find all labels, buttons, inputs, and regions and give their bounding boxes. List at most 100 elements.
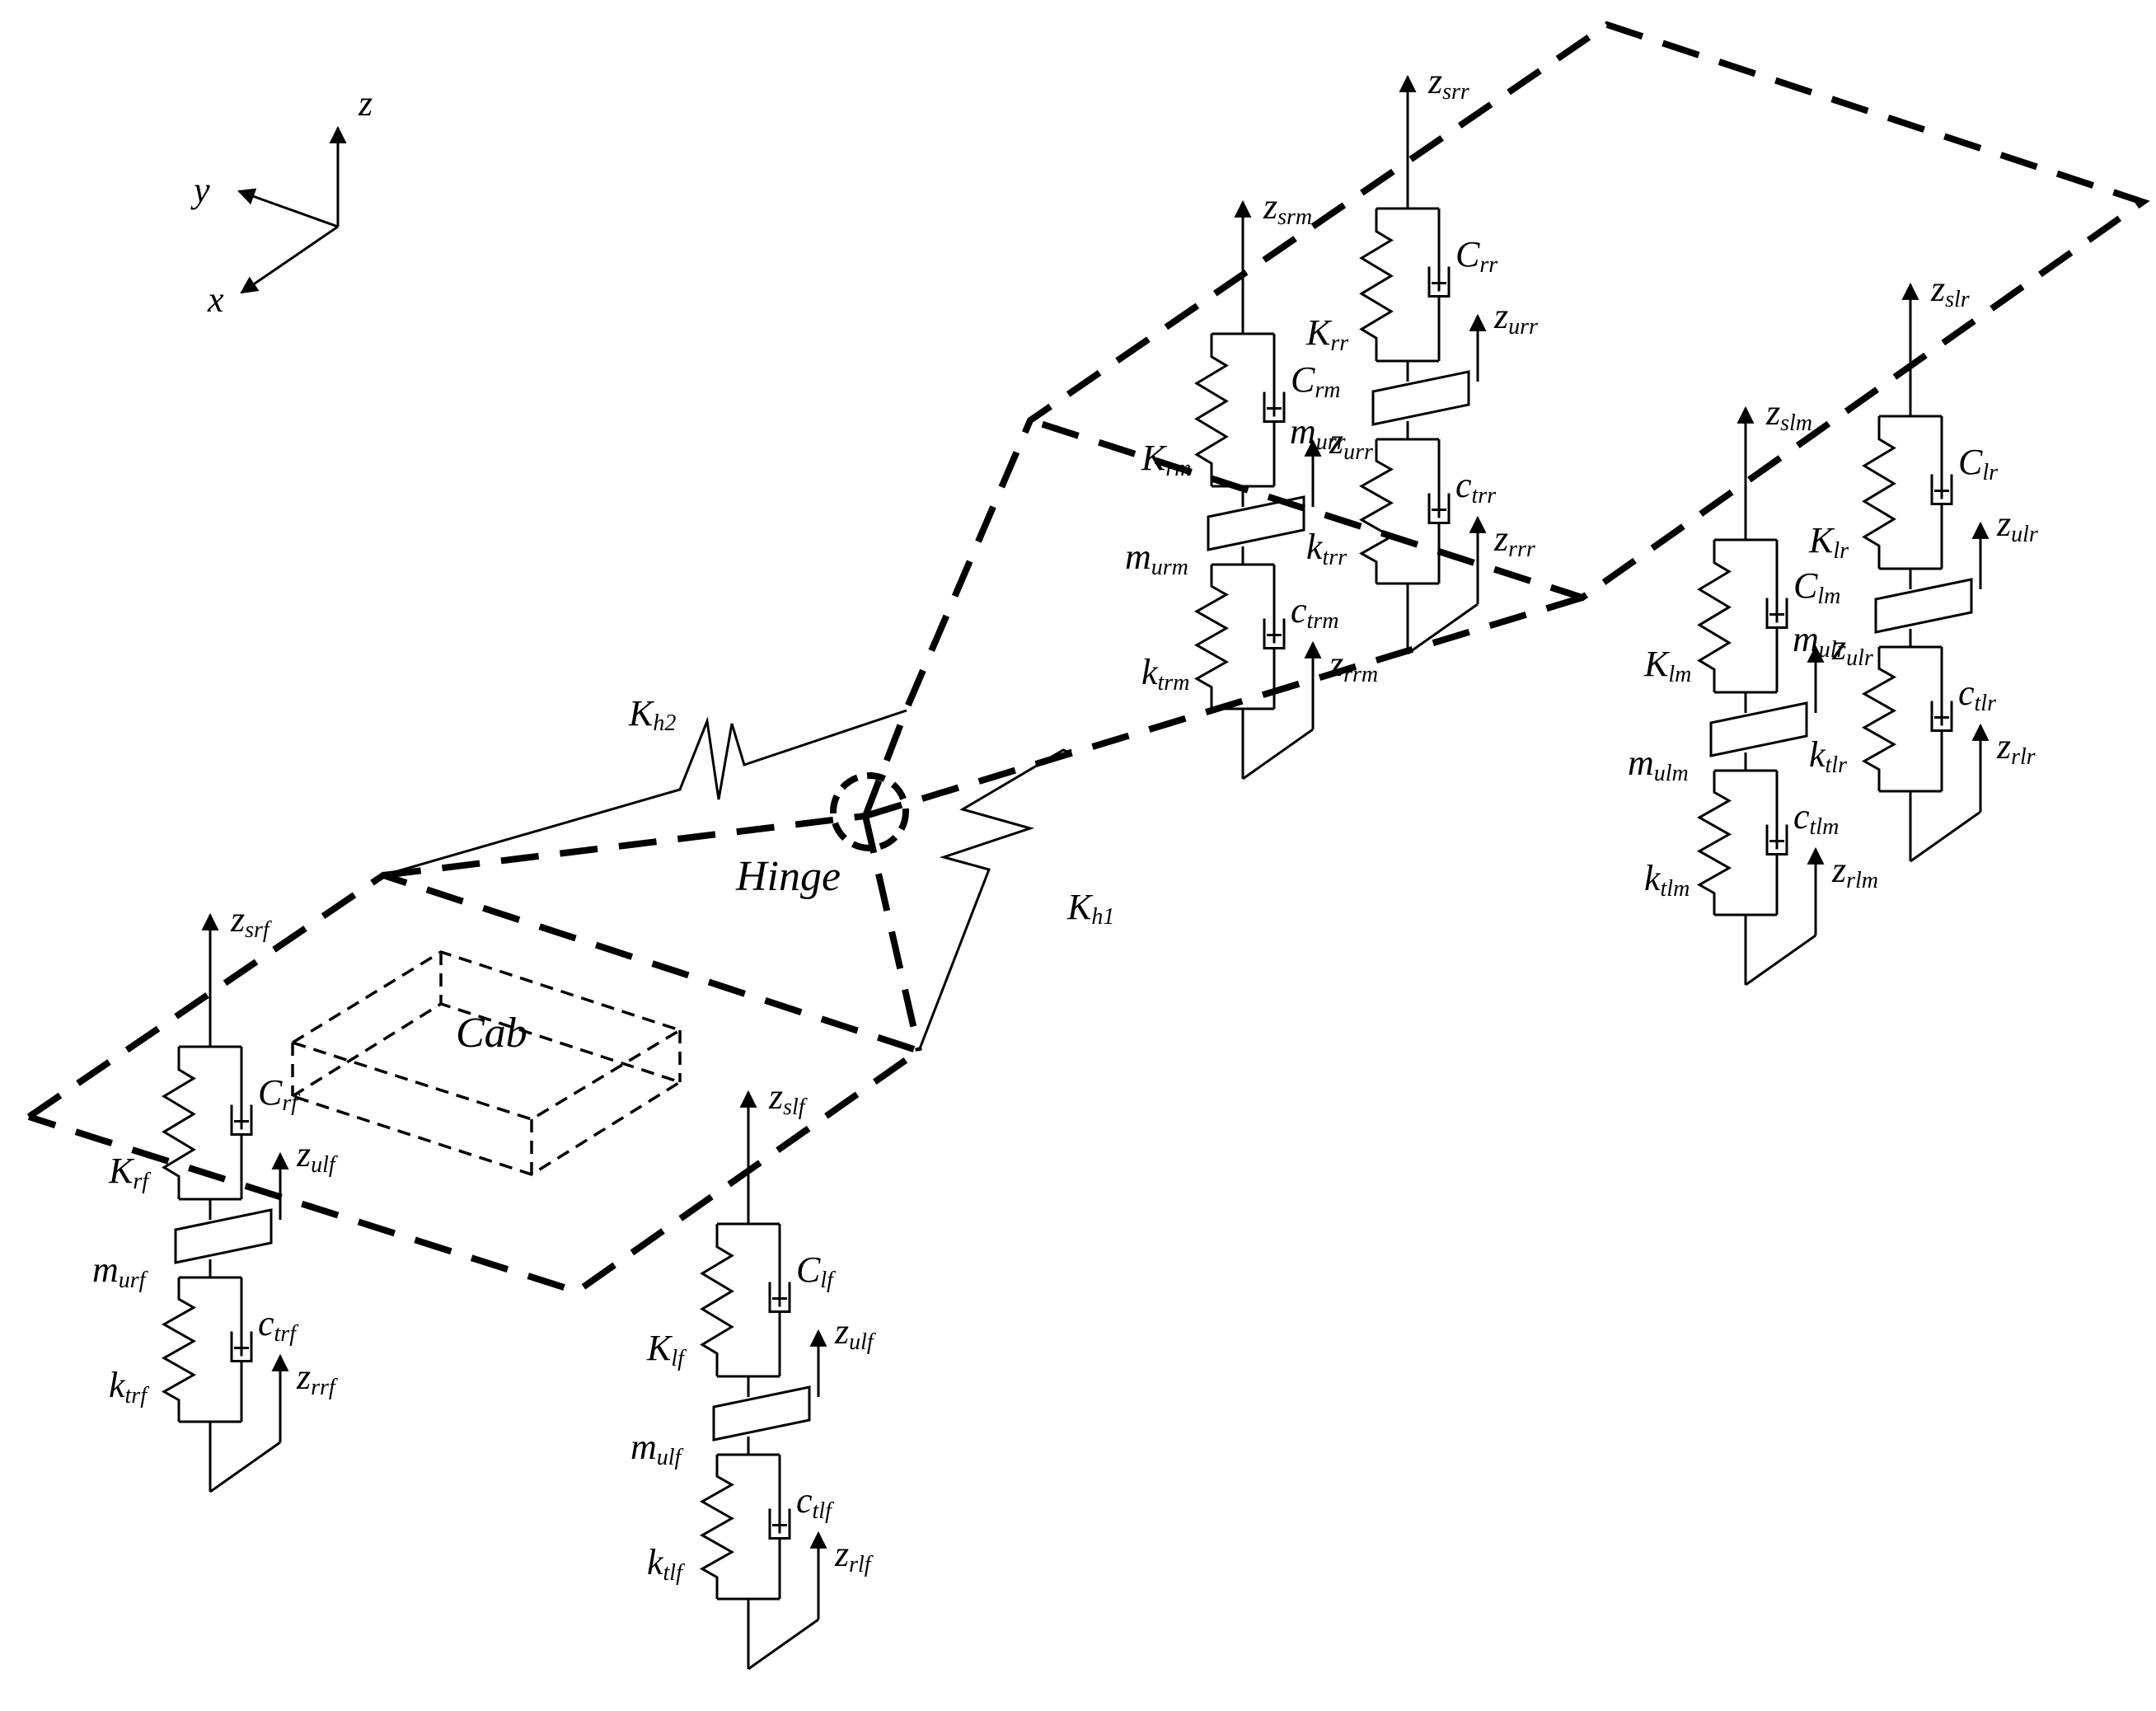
label-C-rf: Crf	[258, 1072, 300, 1116]
tire-spring-rr	[1358, 439, 1394, 584]
label-zs-rm: zsrm	[1263, 186, 1312, 230]
unsprung-mass-rf	[174, 1208, 273, 1264]
front-frame	[26, 813, 926, 1296]
label-k-rf: ktrf	[109, 1365, 149, 1409]
label-C-rr: Crr	[1455, 234, 1497, 278]
suspension-damper-rm	[1263, 334, 1286, 486]
label-K-lm: Klm	[1643, 644, 1691, 687]
label-zr-lr: zrlr	[1996, 726, 2036, 770]
tire-damper-lf	[768, 1455, 791, 1599]
kh1-label: Kh1	[1066, 887, 1114, 930]
label-zr-lf: zrlf	[834, 1534, 874, 1577]
y-axis-arrow	[237, 188, 339, 228]
suspension-damper-rf	[230, 1047, 253, 1199]
cab-label: Cab	[456, 1010, 527, 1057]
hinge: Hinge	[735, 772, 909, 900]
label-zu-lf: zulf	[834, 1311, 876, 1355]
coordinate-axes: z y x	[190, 83, 373, 320]
suspension-damper-lf	[768, 1224, 791, 1376]
tire-spring-rm	[1193, 565, 1230, 709]
label-k-rm: ktrm	[1141, 652, 1189, 696]
label-zr-lm: zrlm	[1831, 850, 1878, 893]
label-C-rm: Crm	[1291, 359, 1340, 403]
label-zr-rf: zrrf	[296, 1357, 338, 1400]
tire-damper-rf	[230, 1277, 253, 1422]
suspension-damper-lr	[1930, 416, 1953, 569]
label-k-lf: ktlf	[647, 1542, 685, 1586]
label-m-lf: mulf	[630, 1427, 684, 1470]
label-C-lf: Clf	[796, 1249, 836, 1293]
tire-damper-lm	[1765, 771, 1788, 915]
suspension-spring-lm	[1697, 540, 1732, 692]
label-C-lr: Clr	[1958, 442, 1998, 485]
suspension-damper-rr	[1427, 209, 1451, 361]
label-k-lr: ktlr	[1809, 734, 1847, 778]
hinge-label: Hinge	[735, 853, 841, 900]
label-C-lm: Clm	[1793, 565, 1840, 609]
label-m-lr: mulr	[1793, 619, 1846, 663]
label-k-lm: ktlm	[1644, 858, 1690, 902]
label-zs-rr: zsrr	[1427, 61, 1469, 105]
tire-damper-rr	[1427, 439, 1451, 584]
x-axis-arrow	[240, 225, 339, 294]
label-zu-rr: zurr	[1493, 296, 1538, 340]
unsprung-mass-lr	[1874, 578, 1973, 634]
label-K-rr: Krr	[1305, 312, 1348, 356]
unsprung-mass-lm	[1709, 701, 1808, 757]
label-m-rf: murf	[92, 1249, 148, 1293]
label-c-lm: ctlm	[1793, 796, 1839, 840]
label-c-rm: ctrm	[1291, 590, 1338, 634]
suspension-damper-lm	[1765, 540, 1788, 692]
label-K-lf: Klf	[646, 1328, 687, 1371]
suspension-spring-rm	[1194, 334, 1229, 486]
unsprung-mass-rr	[1371, 370, 1470, 426]
kh2-label: Kh2	[628, 693, 676, 736]
label-m-rm: murm	[1125, 537, 1188, 580]
label-c-rr: ctrr	[1455, 465, 1496, 509]
tire-spring-rf	[161, 1277, 197, 1422]
tire-spring-lm	[1696, 771, 1732, 915]
label-zu-lr: zulr	[1996, 504, 2038, 547]
label-zs-lm: zslm	[1765, 392, 1812, 436]
label-zs-lf: zslf	[768, 1076, 808, 1120]
suspension-spring-rr	[1359, 209, 1394, 361]
cab-box: Cab	[288, 950, 684, 1176]
y-axis-label: y	[190, 170, 210, 210]
label-c-lf: ctlf	[796, 1480, 834, 1524]
label-m-lm: mulm	[1628, 743, 1689, 786]
unsprung-mass-rm	[1207, 495, 1305, 551]
kh1-spring: Kh1	[917, 748, 1114, 1052]
rear-frame	[862, 21, 2150, 819]
tire-damper-rm	[1263, 565, 1286, 709]
label-zr-rr: zrrr	[1493, 518, 1535, 562]
z-axis-label: z	[358, 83, 373, 124]
label-zr-rm: zrrm	[1329, 644, 1378, 687]
tire-damper-lr	[1930, 647, 1953, 791]
label-zu-rm: zurr	[1329, 421, 1373, 465]
suspension-spring-lf	[700, 1224, 734, 1376]
kh2-spring: Kh2	[382, 693, 907, 877]
label-m-rr: murr	[1290, 411, 1346, 455]
label-zs-rf: zsrf	[230, 899, 272, 943]
label-zu-rf: zulf	[296, 1134, 338, 1178]
tire-spring-lf	[699, 1455, 735, 1599]
label-c-lr: ctlr	[1958, 673, 1996, 716]
label-zu-lm: zulr	[1831, 627, 1873, 671]
x-axis-label: x	[207, 279, 224, 320]
label-K-lr: Klr	[1808, 520, 1849, 564]
hinge-circle	[830, 772, 909, 851]
unsprung-mass-lf	[712, 1385, 811, 1441]
label-k-rr: ktrr	[1306, 527, 1347, 570]
tire-spring-lr	[1861, 647, 1897, 791]
label-K-rf: Krf	[108, 1151, 151, 1194]
suspension-spring-rf	[162, 1047, 196, 1199]
label-c-rf: ctrf	[258, 1303, 298, 1347]
label-zs-lr: zslr	[1930, 269, 1970, 312]
